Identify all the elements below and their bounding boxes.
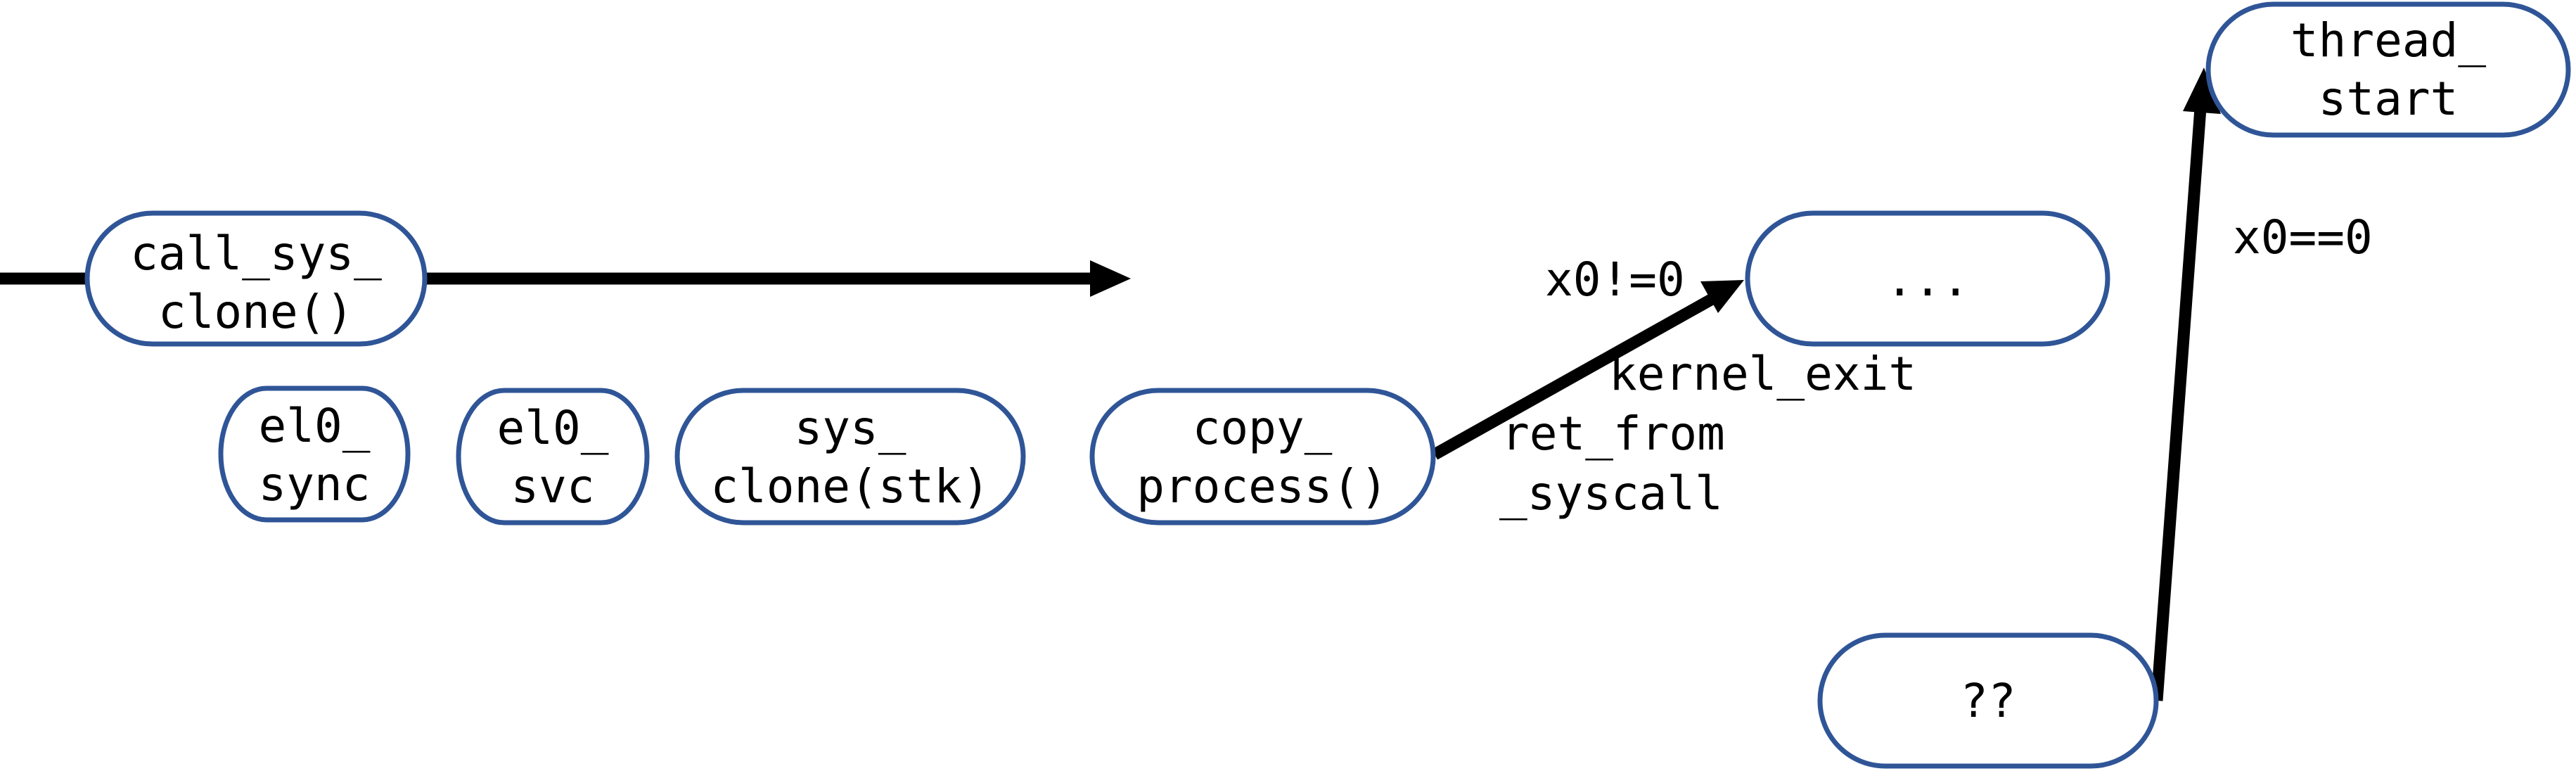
node-el0-sync-shape: [218, 386, 411, 523]
label-ret-from-line1: ret_from: [1501, 407, 1725, 461]
node-unknown: ??: [1817, 632, 2159, 769]
node-copy-process: copy_ process(): [1089, 388, 1436, 525]
node-el0-svc-line1: el0_: [497, 401, 609, 455]
node-sys-clone-line1: sys_: [795, 401, 906, 455]
node-call-sys-clone-shape: [84, 210, 428, 347]
node-call-sys-clone: call_sys_ clone(): [84, 210, 428, 347]
node-ellipsis-line1: ...: [1885, 253, 1969, 307]
edges: [0, 68, 2221, 701]
node-ellipsis-shape: [1745, 210, 2110, 347]
arrowhead-copy-process-to-ellipsis: [1700, 280, 1744, 313]
label-x0-not-zero: x0!=0: [1545, 253, 1685, 307]
node-thread-start-line2: start: [2319, 72, 2459, 126]
node-sys-clone-line2: clone(stk): [710, 459, 989, 514]
node-el0-sync-line2: sync: [259, 457, 371, 511]
node-call-sys-clone-line2: clone(): [158, 285, 354, 339]
node-el0-sync-line1: el0_: [259, 399, 371, 453]
node-el0-svc-shape: [456, 388, 650, 525]
node-sys-clone-shape: [674, 388, 1026, 525]
node-unknown-line1: ??: [1960, 674, 2016, 728]
edge-labels: x0!=0 kernel_exit ret_from _syscall x0==…: [1499, 210, 2373, 521]
arrowhead-call-sys-clone-forward: [1090, 260, 1131, 297]
node-sys-clone: sys_ clone(stk): [674, 388, 1026, 525]
node-copy-process-line2: process(): [1136, 459, 1388, 514]
node-thread-start-shape: [2205, 1, 2571, 138]
label-x0-equals-zero: x0==0: [2233, 210, 2373, 265]
edge-copy-process-to-ellipsis: [1431, 291, 1719, 460]
node-thread-start: thread_ start: [2205, 1, 2571, 138]
node-el0-svc-line2: svc: [511, 459, 594, 514]
label-ret-from-line2: _syscall: [1499, 466, 1723, 521]
label-kernel-exit: kernel_exit: [1609, 347, 1916, 401]
node-call-sys-clone-line1: call_sys_: [130, 227, 382, 281]
arrowhead-unknown-to-thread-start: [2183, 68, 2221, 114]
node-thread-start-line1: thread_: [2290, 13, 2486, 68]
node-copy-process-shape: [1089, 388, 1436, 525]
node-copy-process-line1: copy_: [1193, 401, 1333, 455]
node-unknown-shape: [1817, 632, 2159, 769]
edge-unknown-to-thread-start: [2151, 98, 2207, 701]
node-el0-svc: el0_ svc: [456, 388, 650, 525]
node-el0-sync: el0_ sync: [218, 386, 411, 523]
node-ellipsis: ...: [1745, 210, 2110, 347]
